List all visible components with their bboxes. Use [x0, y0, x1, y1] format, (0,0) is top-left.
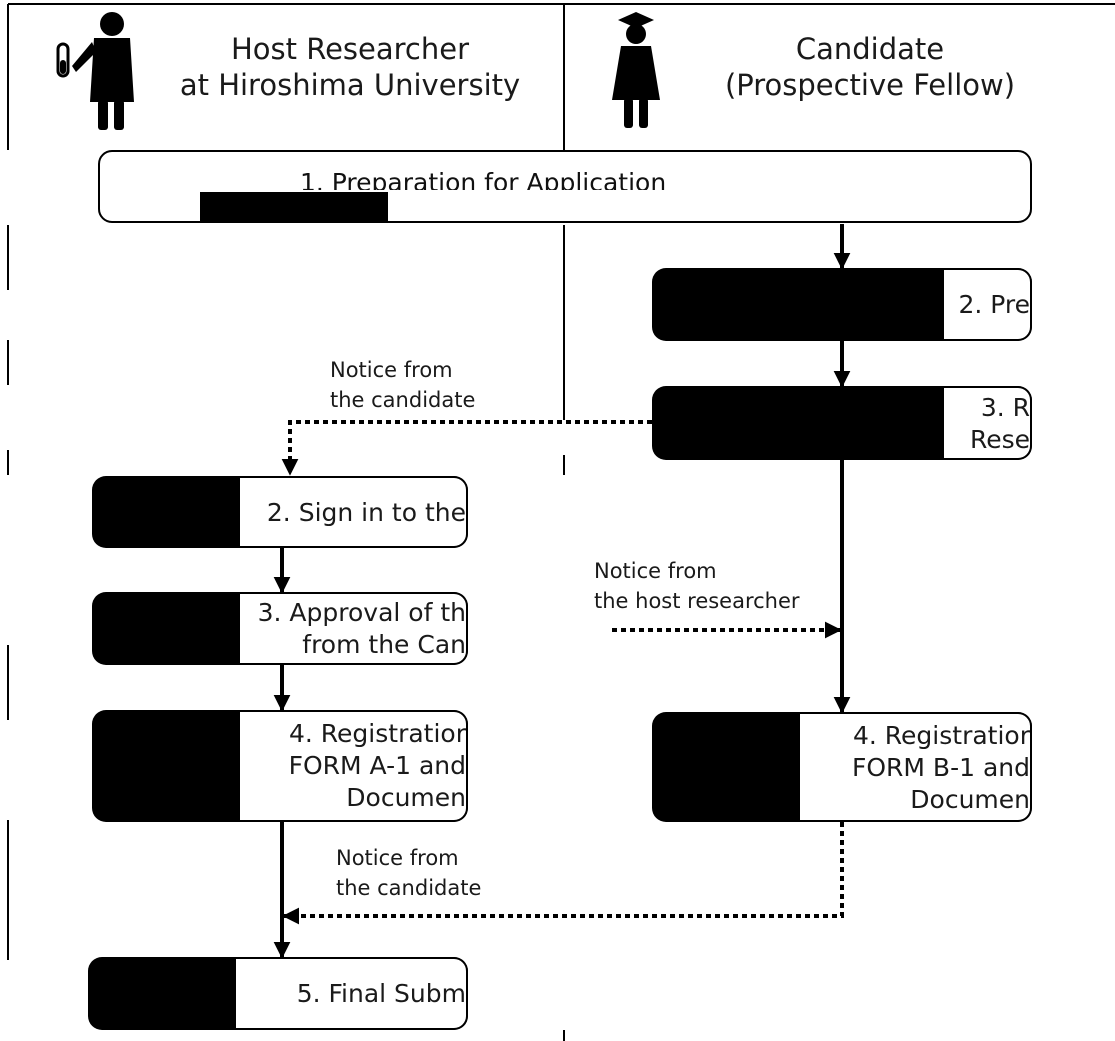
- candidate-step-3: 3. R Rese: [652, 386, 1032, 460]
- host-step-3: 3. Approval of th from the Can: [92, 592, 468, 665]
- host-step-3-line-1: 3. Approval of th: [257, 598, 466, 627]
- candidate-header-line-2: (Prospective Fellow): [724, 68, 1016, 102]
- host-step-4-line-3: Documen: [346, 783, 466, 812]
- step-1-preparation: 1. Preparation for Application: [98, 150, 1032, 223]
- candidate-header-line-1: Candidate: [795, 32, 945, 66]
- researcher-with-test-tube-icon: [56, 12, 134, 130]
- host-step-5-label: 5. Final Subm: [296, 979, 466, 1008]
- host-header-line-1: Host Researcher: [230, 32, 470, 66]
- candidate-step-4-line-2: FORM B-1 and: [851, 753, 1030, 782]
- dotted-notice-candidate-to-host: [281, 420, 652, 476]
- candidate-step-4-line-3: Documen: [910, 785, 1030, 814]
- dotted-notice-candidate-final: [282, 822, 844, 925]
- candidate-step-2: 2. Pre: [652, 268, 1032, 341]
- host-step-2-label: 2. Sign in to the: [266, 498, 466, 527]
- candidate-step-3-line-2: Rese: [969, 425, 1030, 454]
- candidate-step-2-label: 2. Pre: [958, 290, 1030, 319]
- host-step-5: 5. Final Subm: [88, 957, 468, 1030]
- candidate-step-4: 4. Registratior FORM B-1 and Documen: [652, 712, 1032, 822]
- host-step-4-line-1: 4. Registratior: [289, 719, 466, 748]
- candidate-step-3-line-1: 3. R: [980, 393, 1030, 422]
- host-step-4: 4. Registratior FORM A-1 and Documen: [92, 710, 468, 822]
- notice-from-candidate-1-line-1: Notice from: [330, 358, 453, 382]
- step-1-dark-tab: [200, 192, 388, 221]
- notice-from-candidate-2-line-1: Notice from: [336, 846, 459, 870]
- host-header-line-2: at Hiroshima University: [179, 68, 521, 102]
- candidate-step-4-line-1: 4. Registratior: [853, 721, 1030, 750]
- notice-from-host-line-1: Notice from: [594, 559, 717, 583]
- notice-from-candidate-2-line-2: the candidate: [336, 876, 482, 900]
- host-step-2: 2. Sign in to the: [92, 476, 468, 548]
- host-step-4-line-2: FORM A-1 and: [288, 751, 466, 780]
- graduate-with-cap-icon: [612, 12, 660, 128]
- notice-from-candidate-1-line-2: the candidate: [330, 388, 476, 412]
- step-1-label: 1. Preparation for Application: [300, 168, 667, 190]
- notice-from-host-line-2: the host researcher: [594, 589, 800, 613]
- host-step-3-line-2: from the Can: [302, 630, 466, 659]
